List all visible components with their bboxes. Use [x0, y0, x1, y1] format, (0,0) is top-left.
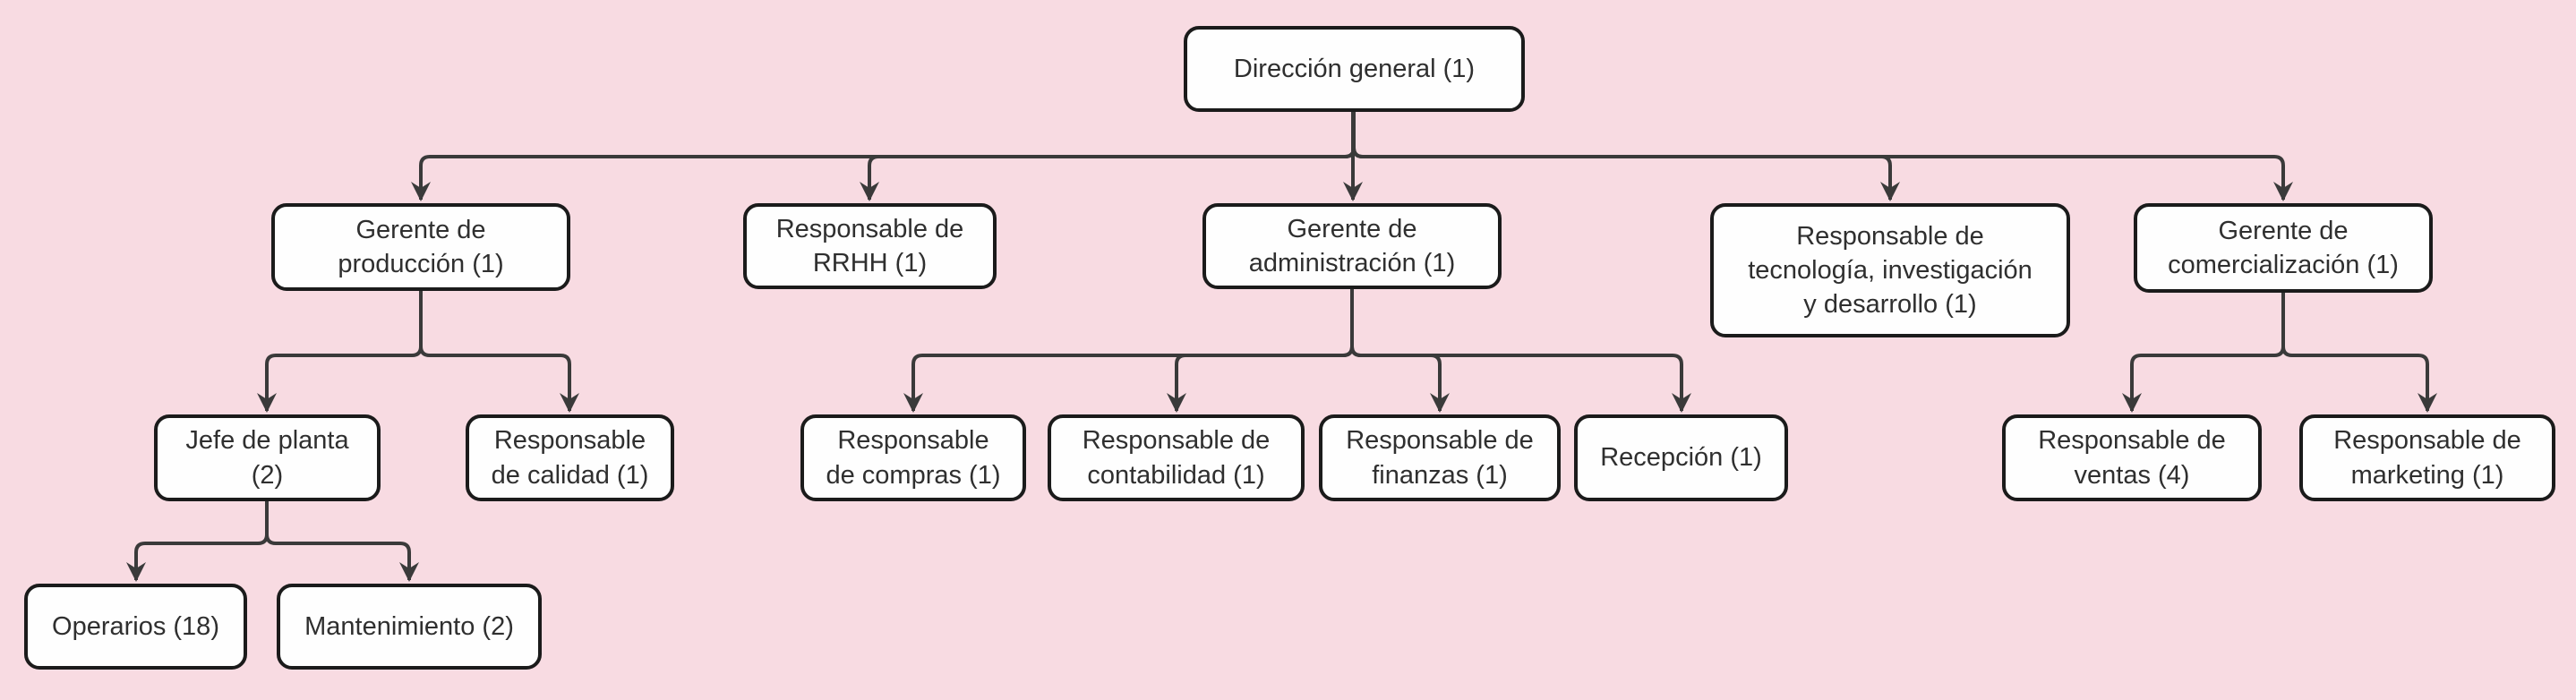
node-gerente-administracion: Gerente de administración (1) — [1202, 203, 1502, 289]
edge-gerente-administracion-to-responsable-compras — [903, 289, 1354, 413]
node-gerente-produccion: Gerente de producción (1) — [271, 203, 570, 291]
node-operarios: Operarios (18) — [24, 584, 247, 670]
edge-gerente-comercializacion-to-responsable-ventas — [2122, 291, 2285, 413]
node-gerente-comercializacion: Gerente de comercialización (1) — [2134, 203, 2433, 293]
node-mantenimiento: Mantenimiento (2) — [277, 584, 542, 670]
edge-gerente-administracion-to-recepcion — [1350, 289, 1691, 413]
node-responsable-tecnologia: Responsable de tecnología, investigación… — [1710, 203, 2070, 337]
edge-direccion-general-to-responsable-rrhh — [860, 112, 1356, 201]
edge-gerente-comercializacion-to-responsable-marketing — [2281, 291, 2437, 413]
edge-gerente-produccion-to-jefe-planta — [257, 289, 423, 413]
edge-jefe-planta-to-operarios — [126, 501, 269, 582]
edge-jefe-planta-to-mantenimiento — [265, 501, 419, 582]
node-jefe-planta: Jefe de planta (2) — [154, 414, 381, 501]
node-direccion-general: Dirección general (1) — [1184, 26, 1525, 112]
edge-gerente-produccion-to-responsable-calidad — [419, 289, 579, 413]
edge-gerente-administracion-to-responsable-finanzas — [1350, 289, 1450, 413]
node-recepcion: Recepción (1) — [1574, 414, 1788, 501]
node-responsable-finanzas: Responsable de finanzas (1) — [1319, 414, 1561, 501]
node-responsable-rrhh: Responsable de RRHH (1) — [743, 203, 997, 289]
node-responsable-calidad: Responsable de calidad (1) — [466, 414, 674, 501]
node-responsable-marketing: Responsable de marketing (1) — [2299, 414, 2555, 501]
node-responsable-compras: Responsable de compras (1) — [800, 414, 1026, 501]
node-responsable-contabilidad: Responsable de contabilidad (1) — [1048, 414, 1305, 501]
edge-gerente-administracion-to-responsable-contabilidad — [1167, 289, 1354, 413]
node-responsable-ventas: Responsable de ventas (4) — [2002, 414, 2262, 501]
edge-direccion-general-to-gerente-comercializacion — [1352, 112, 2293, 201]
